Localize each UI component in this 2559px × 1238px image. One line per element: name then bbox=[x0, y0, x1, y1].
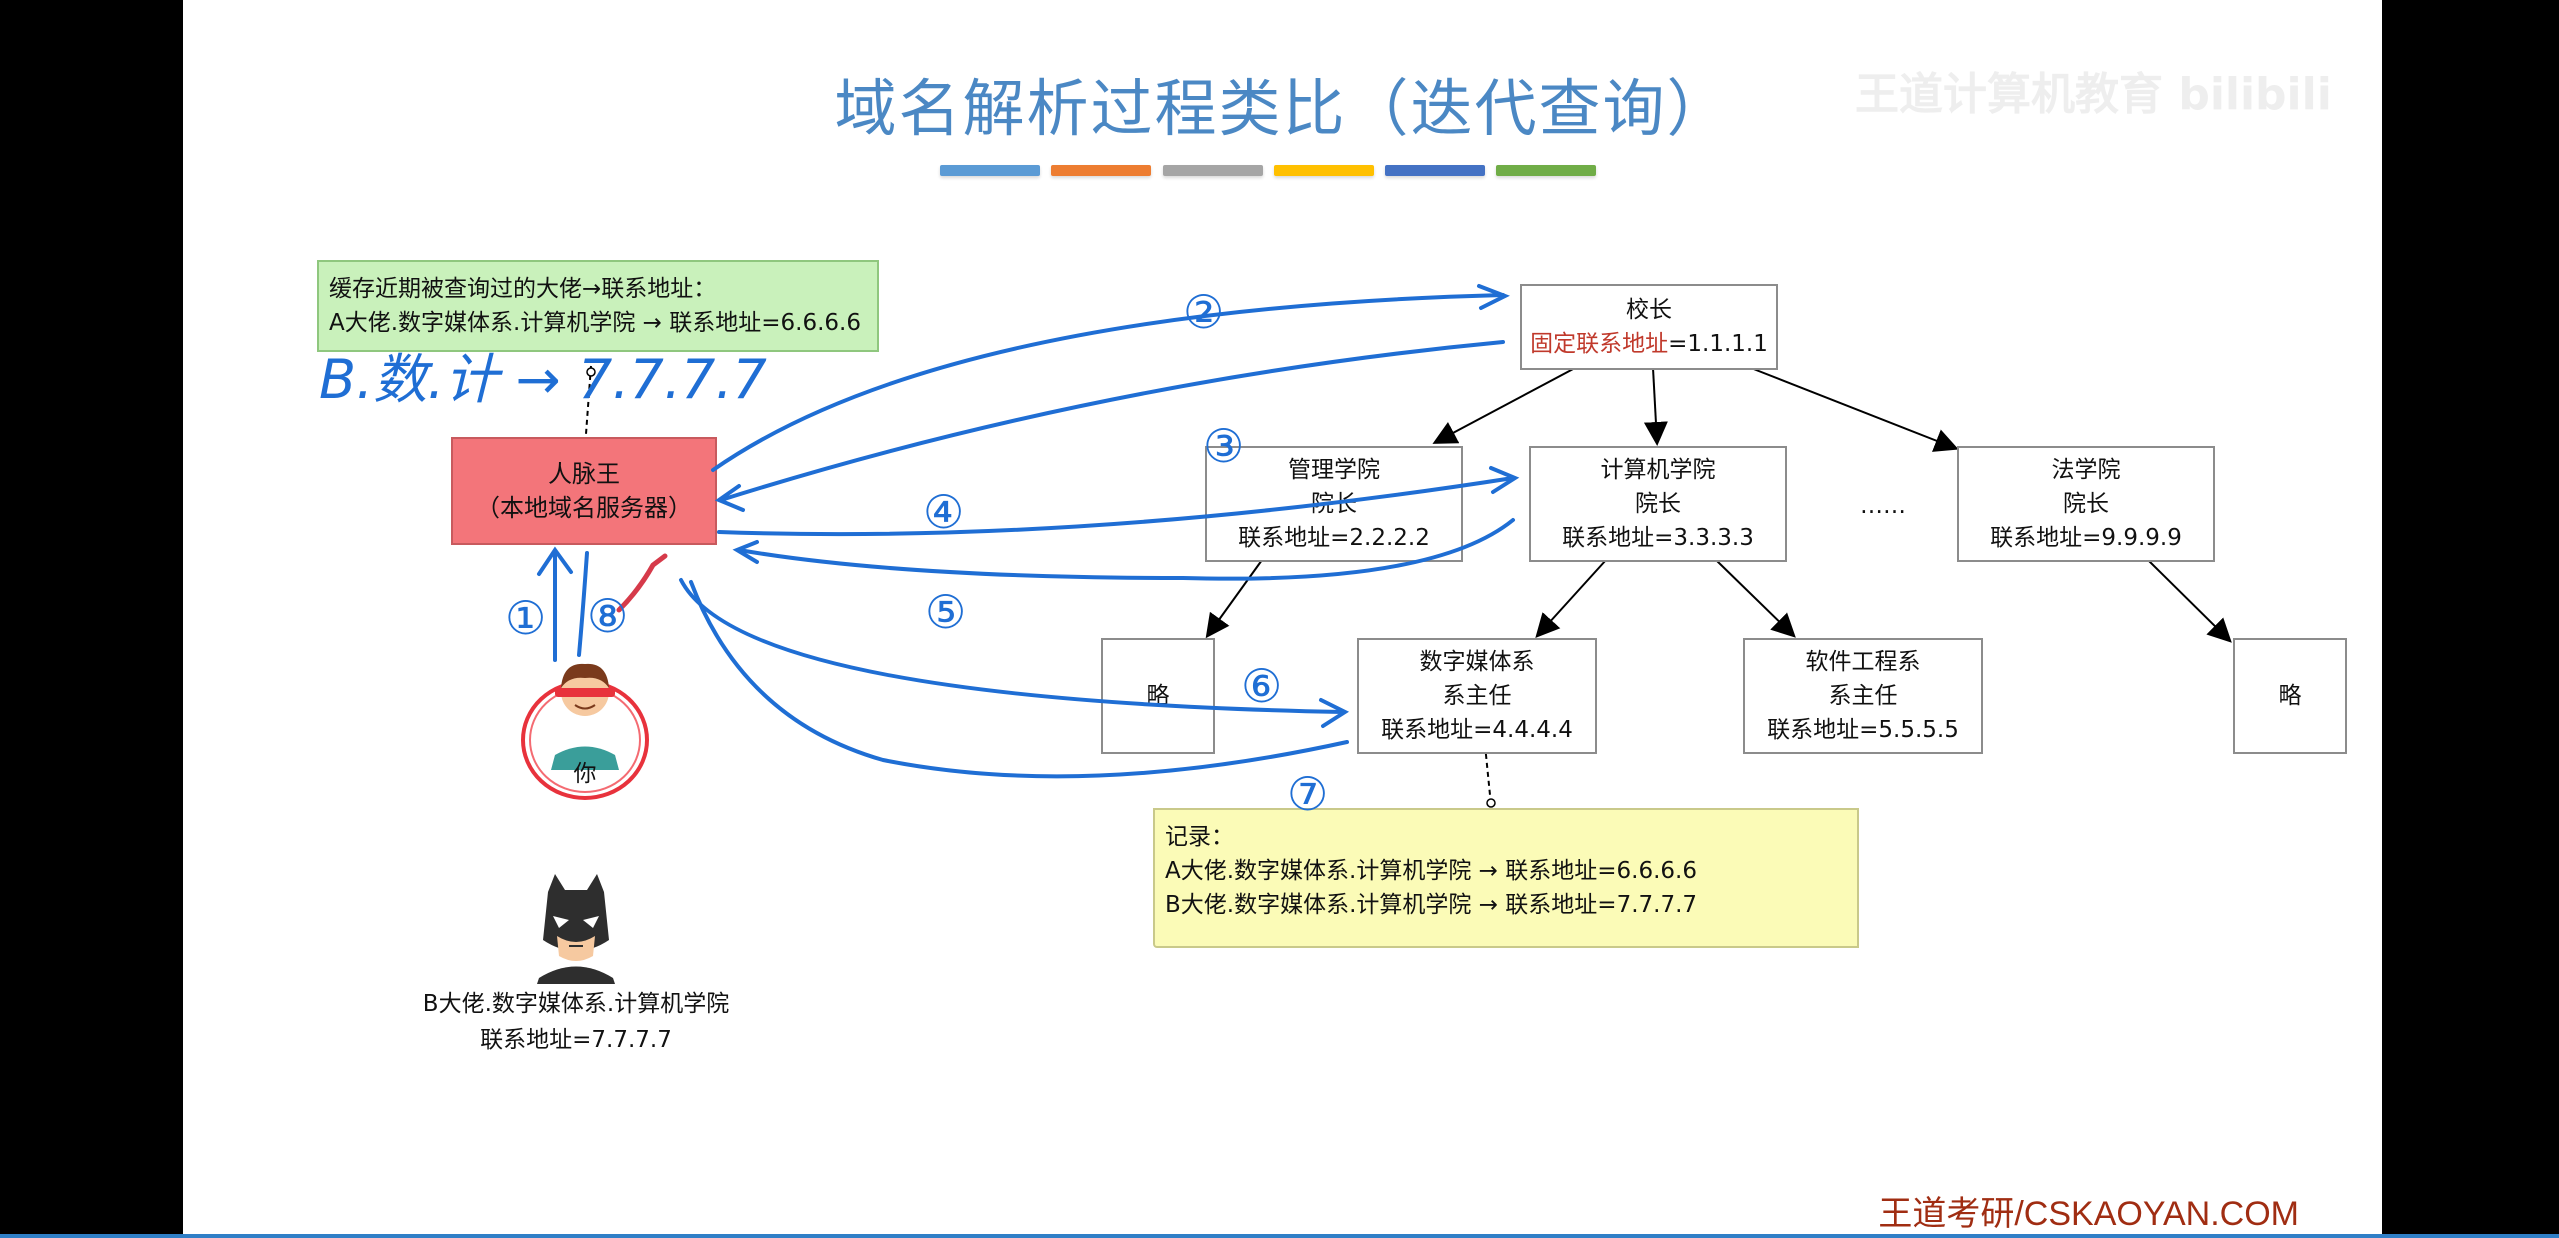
color-bar-3 bbox=[1163, 165, 1263, 176]
handwritten-cache-entry: B.数.计 → 7.7.7.7 bbox=[319, 348, 767, 411]
local-server-desc: （本地域名服务器） bbox=[476, 494, 692, 522]
slide-canvas: 域名解析过程类比（迭代查询） 王道计算机教育 bilibili 缓存近期被查询过… bbox=[183, 0, 2382, 1234]
root-principal-node: 校长 固定联系地址=1.1.1.1 bbox=[1520, 284, 1778, 370]
department-node-software: 软件工程系 系主任 联系地址=5.5.5.5 bbox=[1743, 638, 1983, 754]
college-address: 联系地址=3.3.3.3 bbox=[1562, 525, 1754, 551]
principal-title: 校长 bbox=[1626, 297, 1672, 323]
cache-note: 缓存近期被查询过的大佬→联系地址： A大佬.数字媒体系.计算机学院 → 联系地址… bbox=[317, 260, 879, 352]
color-bar-5 bbox=[1385, 165, 1485, 176]
college-node-cs: 计算机学院 院长 联系地址=3.3.3.3 bbox=[1529, 446, 1787, 562]
department-address: 联系地址=5.5.5.5 bbox=[1767, 717, 1959, 743]
department-address: 联系地址=4.4.4.4 bbox=[1381, 717, 1573, 743]
cache-note-line1: 缓存近期被查询过的大佬→联系地址： bbox=[329, 276, 717, 302]
step-8-label: ⑧ bbox=[587, 589, 628, 643]
step-1-label: ① bbox=[505, 591, 546, 645]
department-name: 软件工程系 bbox=[1805, 649, 1921, 675]
you-avatar-icon bbox=[521, 663, 649, 800]
college-name: 管理学院 bbox=[1288, 457, 1380, 483]
bottom-accent-line bbox=[0, 1234, 2559, 1238]
record-note: 记录： A大佬.数字媒体系.计算机学院 → 联系地址=6.6.6.6 B大佬.数… bbox=[1153, 808, 1859, 948]
step-2-label: ② bbox=[1183, 285, 1224, 339]
college-address: 联系地址=2.2.2.2 bbox=[1238, 525, 1430, 551]
color-bar-1 bbox=[940, 165, 1040, 176]
record-note-line1: 记录： bbox=[1165, 824, 1234, 850]
department-name: 数字媒体系 bbox=[1419, 649, 1535, 675]
you-label: 你 bbox=[573, 761, 597, 787]
step-5-label: ⑤ bbox=[925, 585, 966, 639]
page-title: 域名解析过程类比（迭代查询） bbox=[834, 72, 1731, 145]
department-role: 系主任 bbox=[1828, 683, 1898, 709]
footer-brand: 王道考研/CSKAOYAN.COM bbox=[1878, 1195, 2299, 1233]
college-node-management: 管理学院 院长 联系地址=2.2.2.2 bbox=[1205, 446, 1463, 562]
watermark: 王道计算机教育 bilibili bbox=[1855, 69, 2332, 120]
department-role: 系主任 bbox=[1442, 683, 1512, 709]
omitted-label: 略 bbox=[2278, 683, 2302, 709]
step-7-label: ⑦ bbox=[1287, 767, 1328, 821]
omitted-node-right: 略 bbox=[2233, 638, 2347, 754]
step-4-label: ④ bbox=[923, 485, 964, 539]
college-node-law: 法学院 院长 联系地址=9.9.9.9 bbox=[1957, 446, 2215, 562]
color-bar-6 bbox=[1496, 165, 1596, 176]
step-6-label: ⑥ bbox=[1241, 659, 1282, 713]
ellipsis-label: …… bbox=[1860, 493, 1906, 519]
department-node-digital-media: 数字媒体系 系主任 联系地址=4.4.4.4 bbox=[1357, 638, 1597, 754]
college-role: 院长 bbox=[2063, 491, 2109, 517]
step-3-label: ③ bbox=[1203, 419, 1244, 473]
batman-label: B大佬.数字媒体系.计算机学院 联系地址=7.7.7.7 bbox=[403, 986, 749, 1058]
omitted-node-left: 略 bbox=[1101, 638, 1215, 754]
cache-note-line2: A大佬.数字媒体系.计算机学院 → 联系地址=6.6.6.6 bbox=[329, 310, 861, 336]
record-note-line3: B大佬.数字媒体系.计算机学院 → 联系地址=7.7.7.7 bbox=[1165, 892, 1698, 918]
local-dns-server: 人脉王 （本地域名服务器） bbox=[451, 437, 717, 545]
batman-address: 联系地址=7.7.7.7 bbox=[480, 1027, 672, 1053]
college-role: 院长 bbox=[1635, 491, 1681, 517]
college-address: 联系地址=9.9.9.9 bbox=[1990, 525, 2182, 551]
color-bar-2 bbox=[1051, 165, 1151, 176]
handwritten-annotations: ① ② ③ ④ ⑤ ⑥ ⑦ ⑧ B.数.计 → 7.7.7.7 bbox=[319, 284, 1520, 821]
batman-icon bbox=[537, 874, 615, 984]
local-server-name: 人脉王 bbox=[548, 460, 620, 488]
batman-domain: B大佬.数字媒体系.计算机学院 bbox=[422, 991, 730, 1017]
omitted-label: 略 bbox=[1146, 683, 1170, 709]
color-bar-4 bbox=[1274, 165, 1374, 176]
college-name: 计算机学院 bbox=[1600, 457, 1716, 483]
principal-address: =1.1.1.1 bbox=[1668, 331, 1768, 357]
college-name: 法学院 bbox=[2051, 457, 2121, 483]
principal-fixed-label: 固定联系地址 bbox=[1530, 331, 1669, 357]
record-note-line2: A大佬.数字媒体系.计算机学院 → 联系地址=6.6.6.6 bbox=[1165, 858, 1697, 884]
tree-connectors bbox=[585, 365, 2232, 808]
